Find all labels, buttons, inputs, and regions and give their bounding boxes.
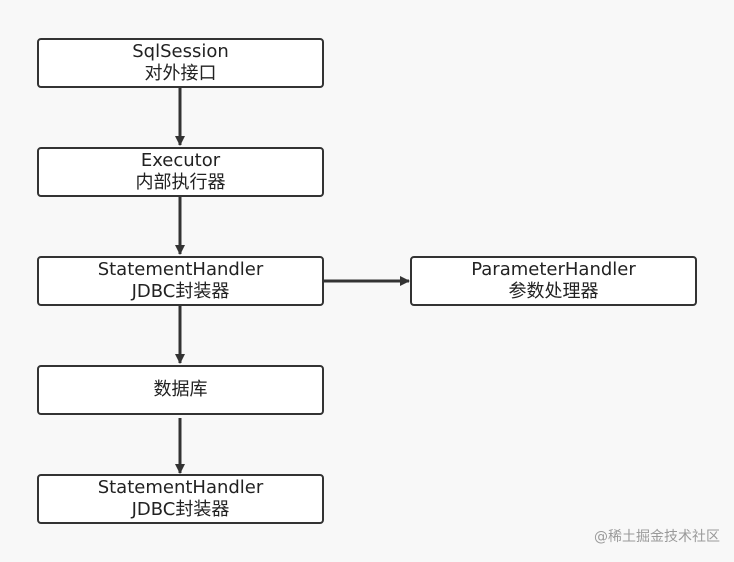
node-statement-handler-2: StatementHandler JDBC封装器 bbox=[37, 474, 324, 524]
node-subtitle: JDBC封装器 bbox=[131, 281, 230, 302]
node-subtitle: 内部执行器 bbox=[135, 172, 226, 193]
node-title: SqlSession bbox=[132, 41, 229, 62]
node-parameter-handler: ParameterHandler 参数处理器 bbox=[410, 256, 697, 306]
node-subtitle: 参数处理器 bbox=[508, 281, 599, 302]
node-title: ParameterHandler bbox=[471, 259, 636, 280]
node-subtitle: 对外接口 bbox=[144, 63, 217, 84]
node-title: 数据库 bbox=[153, 379, 208, 400]
node-title: StatementHandler bbox=[97, 259, 264, 280]
node-database: 数据库 bbox=[37, 365, 324, 415]
node-statement-handler-1: StatementHandler JDBC封装器 bbox=[37, 256, 324, 306]
node-title: StatementHandler bbox=[97, 477, 264, 498]
node-subtitle: JDBC封装器 bbox=[131, 499, 230, 520]
node-title: Executor bbox=[140, 150, 221, 171]
node-executor: Executor 内部执行器 bbox=[37, 147, 324, 197]
watermark-text: @稀土掘金技术社区 bbox=[594, 529, 720, 545]
node-sqlsession: SqlSession 对外接口 bbox=[37, 38, 324, 88]
